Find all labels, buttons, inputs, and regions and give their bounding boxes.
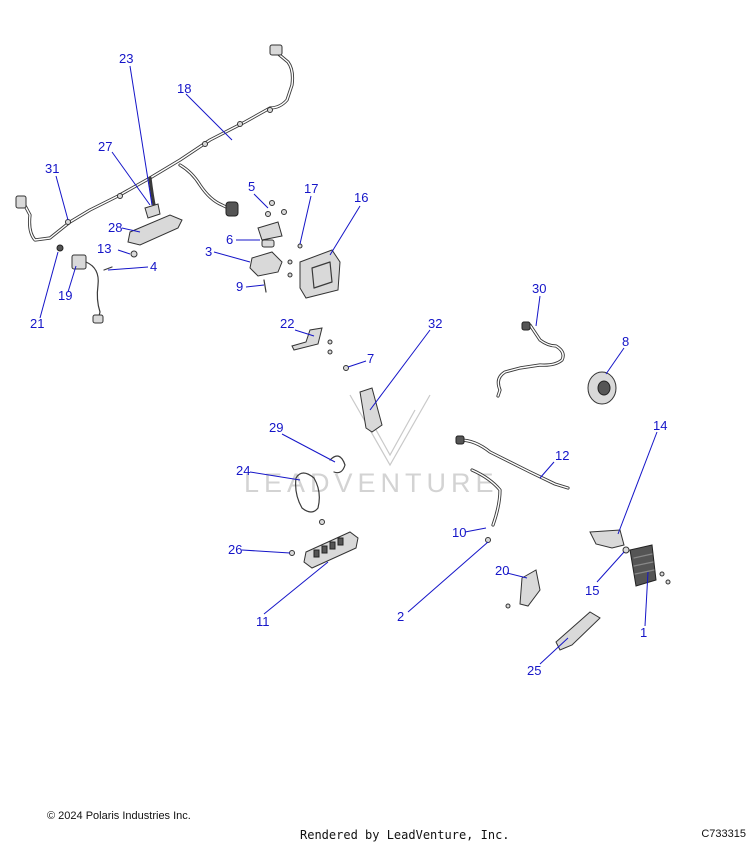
- callout-29: 29: [269, 420, 283, 435]
- screw-7[interactable]: [343, 365, 349, 371]
- sub-harness-12[interactable]: [455, 435, 570, 543]
- watermark-text: LEADVENTURE: [244, 468, 499, 498]
- shield-32[interactable]: [359, 387, 383, 433]
- callout-11: 11: [256, 614, 270, 629]
- callout-16: 16: [354, 190, 368, 205]
- callout-25: 25: [527, 663, 541, 678]
- callout-5: 5: [248, 179, 255, 194]
- callout-24: 24: [236, 463, 250, 478]
- sub-harness-30[interactable]: [496, 321, 565, 398]
- callout-7: 7: [367, 351, 374, 366]
- sensor-pigtail[interactable]: [71, 254, 104, 324]
- callout-12: 12: [555, 448, 569, 463]
- relay-assembly[interactable]: [249, 200, 303, 293]
- fastener-13[interactable]: [130, 250, 138, 258]
- bracket-14[interactable]: [589, 529, 625, 549]
- callout-22: 22: [280, 316, 294, 331]
- callout-8: 8: [622, 334, 629, 349]
- callout-17: 17: [304, 181, 318, 196]
- callout-18: 18: [177, 81, 191, 96]
- diagram-id: C733315: [701, 828, 746, 840]
- callout-14: 14: [653, 418, 667, 433]
- callout-20: 20: [495, 563, 509, 578]
- callout-32: 32: [428, 316, 442, 331]
- copyright-notice: © 2024 Polaris Industries Inc.: [47, 810, 191, 822]
- cable-tie-24[interactable]: [295, 472, 320, 513]
- callout-23: 23: [119, 51, 133, 66]
- watermark: LEADVENTURE: [244, 394, 499, 498]
- main-wire-harness[interactable]: [15, 44, 295, 242]
- callout-27: 27: [98, 139, 112, 154]
- fuse-block-11[interactable]: [303, 531, 359, 569]
- callout-labels: 23 18 27 31 28 13 4 19 21 5 17 16 6 3 9 …: [30, 51, 667, 678]
- harness-bracket[interactable]: [127, 214, 183, 246]
- screw-4[interactable]: [103, 266, 113, 271]
- cable-tie-29[interactable]: [329, 455, 346, 474]
- grommet[interactable]: [56, 244, 64, 252]
- leader-lines: [39, 65, 658, 665]
- callout-9: 9: [236, 279, 243, 294]
- callout-15: 15: [585, 583, 599, 598]
- bracket-25[interactable]: [555, 611, 601, 651]
- control-module[interactable]: [299, 249, 341, 299]
- fastener-26[interactable]: [289, 550, 295, 556]
- bracket-20[interactable]: [505, 569, 541, 609]
- mounting-bracket-22[interactable]: [291, 327, 333, 355]
- callout-30: 30: [532, 281, 546, 296]
- callout-2: 2: [397, 609, 404, 624]
- callout-3: 3: [205, 244, 212, 259]
- callout-10: 10: [452, 525, 466, 540]
- callout-28: 28: [108, 220, 122, 235]
- callout-19: 19: [58, 288, 72, 303]
- callout-13: 13: [97, 241, 111, 256]
- callout-21: 21: [30, 316, 44, 331]
- callout-26: 26: [228, 542, 242, 557]
- callout-4: 4: [150, 259, 157, 274]
- callout-31: 31: [45, 161, 59, 176]
- round-module-8[interactable]: [587, 371, 617, 405]
- callout-1: 1: [640, 625, 647, 640]
- callout-6: 6: [226, 232, 233, 247]
- regulator-1[interactable]: [629, 544, 671, 587]
- nut-15[interactable]: [622, 546, 630, 554]
- rendered-by-notice: Rendered by LeadVenture, Inc.: [300, 828, 510, 842]
- harness-clip[interactable]: [144, 203, 161, 219]
